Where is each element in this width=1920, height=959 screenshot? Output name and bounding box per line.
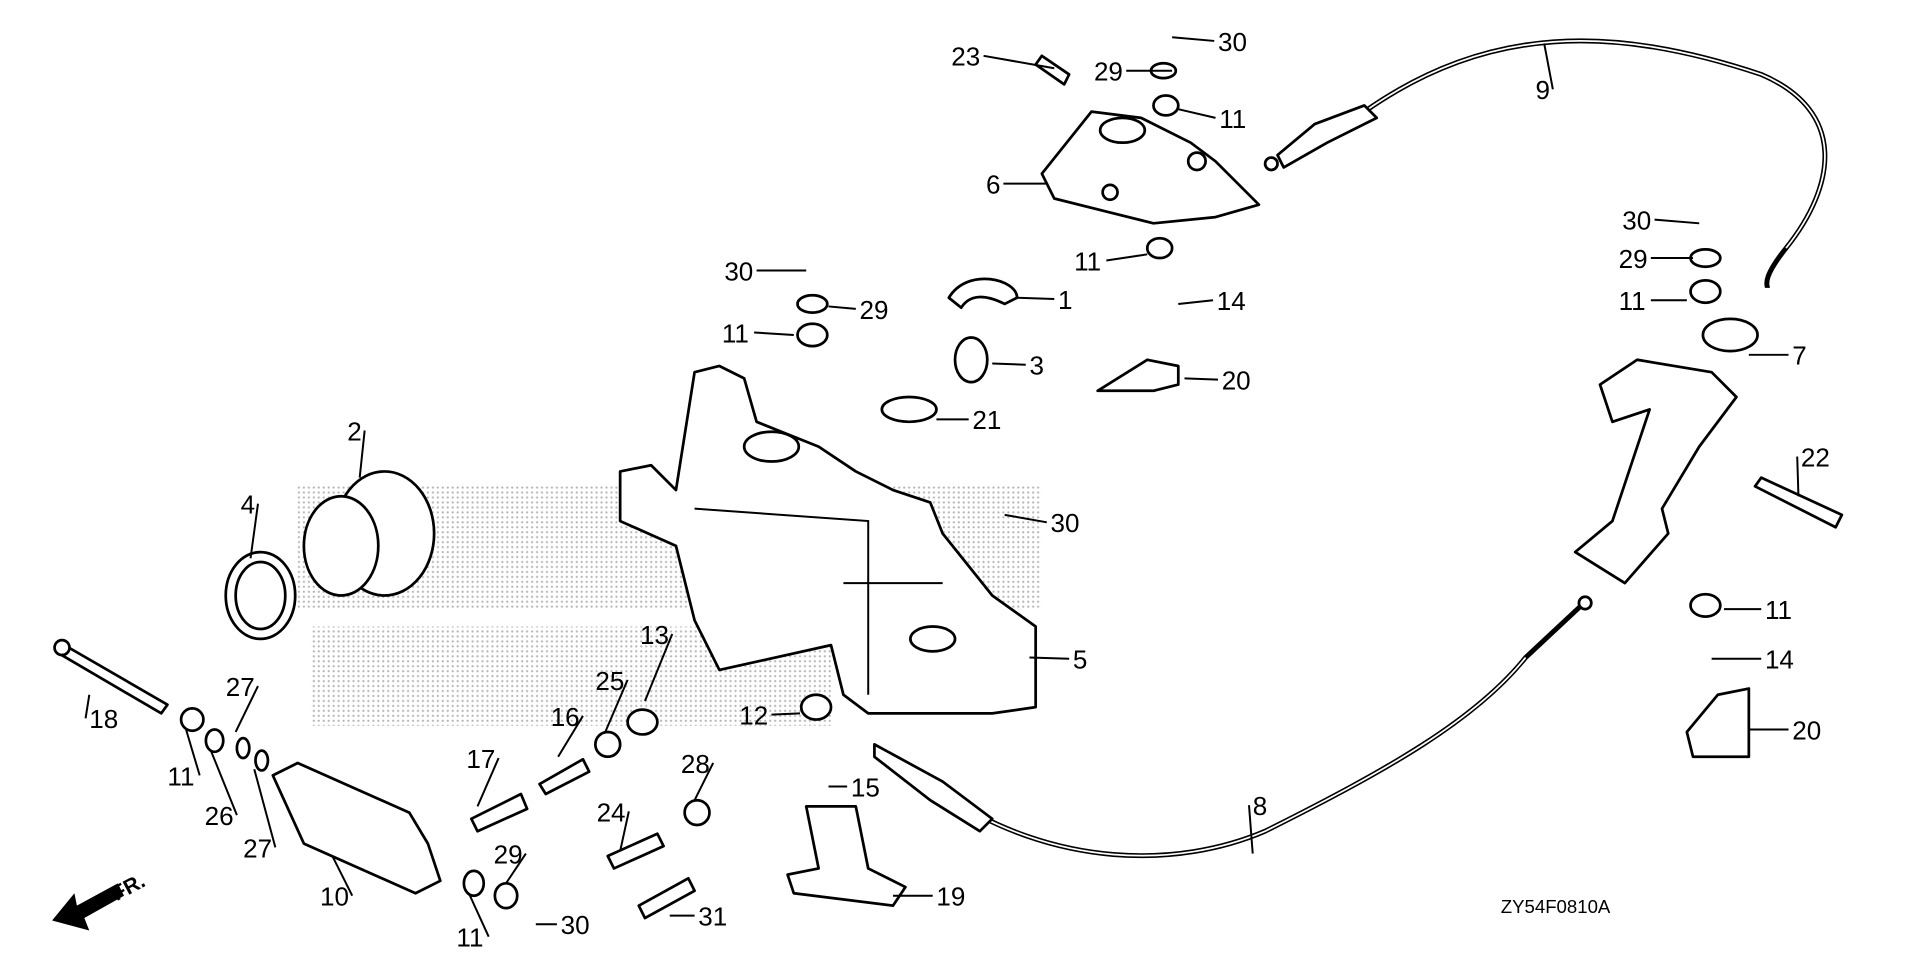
callout-1: 1 — [1058, 285, 1072, 315]
leader-line — [1796, 456, 1800, 497]
leader-line — [693, 762, 715, 801]
leader-line — [1654, 218, 1700, 225]
small-parts — [179, 61, 1722, 920]
callout-11: 11 — [1765, 595, 1792, 625]
callout-11: 11 — [1074, 246, 1101, 276]
callout-21: 21 — [972, 405, 1001, 435]
shift-cable-8 — [873, 595, 1593, 859]
callout-23: 23 — [951, 42, 980, 72]
callout-22: 22 — [1801, 442, 1830, 472]
leader-line — [644, 633, 674, 702]
lever-19 — [786, 805, 907, 908]
leader-line — [505, 852, 527, 884]
callout-30: 30 — [561, 910, 590, 940]
throttle-cable-9 — [1263, 38, 1828, 289]
leader-line — [1178, 108, 1216, 119]
leader-line — [253, 768, 277, 848]
control-box-5 — [618, 364, 1038, 715]
callout-3: 3 — [1029, 351, 1043, 381]
leader-line — [557, 715, 584, 758]
callout-20: 20 — [1792, 715, 1821, 745]
leader-line — [1543, 43, 1554, 90]
callout-10: 10 — [320, 882, 349, 912]
leader-line — [1184, 377, 1219, 381]
bolt-18 — [53, 638, 169, 715]
callout-26: 26 — [205, 801, 234, 831]
front-arrow: FR. — [52, 869, 149, 931]
callout-27: 27 — [226, 672, 255, 702]
callout-11: 11 — [456, 923, 483, 953]
bolt-22 — [1753, 476, 1844, 529]
leader-line — [1029, 656, 1070, 660]
callout-11: 11 — [167, 761, 194, 791]
leader-line — [754, 331, 794, 336]
leader-line — [1004, 513, 1047, 524]
callout-29: 29 — [860, 295, 889, 325]
callout-18: 18 — [89, 704, 118, 734]
leader-line — [1248, 805, 1254, 854]
callout-13: 13 — [640, 620, 669, 650]
callout-11: 11 — [1619, 286, 1646, 316]
callout-14: 14 — [1765, 645, 1794, 675]
leader-line — [358, 430, 366, 478]
callout-30: 30 — [1218, 27, 1247, 57]
callout-11: 11 — [1219, 104, 1246, 134]
callout-14: 14 — [1217, 286, 1246, 316]
cover-10 — [271, 761, 442, 895]
leader-line — [1106, 253, 1148, 262]
callout-9: 9 — [1536, 75, 1550, 105]
leader-line — [828, 305, 856, 310]
leader-line — [771, 712, 801, 716]
callout-8: 8 — [1253, 791, 1267, 821]
callout-24: 24 — [597, 797, 626, 827]
leader-line — [331, 855, 354, 897]
leader-line — [1017, 296, 1055, 300]
callout-29: 29 — [494, 839, 523, 869]
callout-27: 27 — [243, 833, 272, 863]
callout-5: 5 — [1073, 645, 1087, 675]
leader-line — [476, 757, 500, 807]
callout-7: 7 — [1792, 341, 1806, 371]
callout-19: 19 — [936, 882, 965, 912]
callout-25: 25 — [595, 666, 624, 696]
callout-30: 30 — [1051, 508, 1080, 538]
lever-20 — [1096, 358, 1180, 393]
leader-line — [234, 685, 259, 733]
leader-line — [1172, 36, 1215, 42]
callout-30: 30 — [724, 256, 753, 286]
callout-29: 29 — [1094, 57, 1123, 87]
leader-line — [1178, 299, 1214, 305]
leader-line — [84, 694, 91, 719]
leader-line — [209, 750, 238, 816]
callout-11: 11 — [722, 318, 749, 348]
callout-30: 30 — [1622, 206, 1651, 236]
leader-line — [249, 503, 259, 559]
lever-6 — [1040, 110, 1261, 225]
callout-20: 20 — [1222, 366, 1251, 396]
grommet-2 — [302, 470, 436, 597]
callout-15: 15 — [851, 772, 880, 802]
lever-20b — [1685, 687, 1751, 759]
callout-6: 6 — [986, 170, 1000, 200]
callout-16: 16 — [551, 702, 580, 732]
callout-4: 4 — [241, 490, 255, 520]
leader-line — [992, 362, 1026, 366]
leader-line — [467, 892, 490, 938]
leader-line — [604, 679, 629, 733]
callout-12: 12 — [739, 701, 768, 731]
leader-line — [619, 811, 630, 852]
callout-31: 31 — [698, 902, 727, 932]
diagram-code: ZY54F0810A — [1501, 896, 1611, 917]
callout-2: 2 — [347, 416, 361, 446]
leader-line — [185, 729, 201, 776]
bolt-23 — [1034, 54, 1071, 86]
callout-29: 29 — [1619, 244, 1648, 274]
callout-28: 28 — [681, 749, 710, 779]
callout-17: 17 — [466, 744, 495, 774]
band-4 — [224, 550, 297, 641]
leader-line — [983, 54, 1055, 70]
lever-7 — [1573, 317, 1759, 585]
